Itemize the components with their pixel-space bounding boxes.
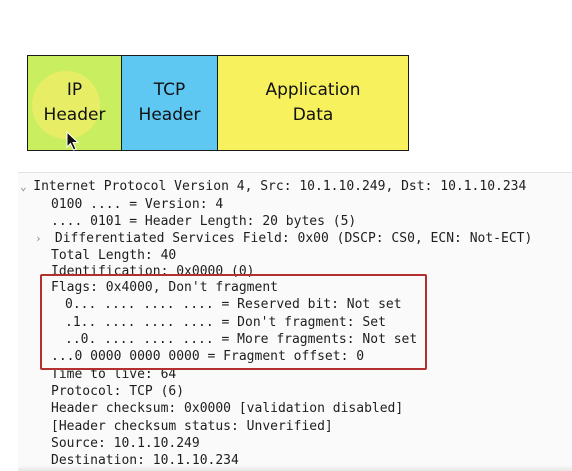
ip-header-label: IP Header: [43, 80, 106, 125]
tree-row-dont-fragment[interactable]: .1.. .... .... .... = Don't fragment: Se…: [65, 315, 386, 330]
ip-header-box: IP Header: [28, 56, 122, 150]
application-data-label: Application Data: [265, 80, 361, 125]
tcp-header-label: TCP Header: [138, 80, 201, 125]
tree-row-dsf[interactable]: › Differentiated Services Field: 0x00 (D…: [35, 230, 532, 248]
packet-diagram: IP Header TCP Header Application Data: [27, 55, 409, 151]
tree-row-flags[interactable]: Flags: 0x4000, Don't fragment: [51, 280, 278, 295]
mouse-pointer-icon: [66, 131, 80, 151]
application-data-box: Application Data: [218, 56, 408, 150]
tcp-header-box: TCP Header: [122, 56, 218, 150]
tree-row-source[interactable]: Source: 10.1.10.249: [51, 436, 200, 451]
tree-row-protocol[interactable]: Protocol: TCP (6): [51, 384, 185, 399]
cursor-highlight: [32, 71, 100, 139]
chevron-right-icon[interactable]: ›: [35, 232, 55, 245]
dsf-label: Differentiated Services Field: 0x00 (DSC…: [54, 231, 533, 246]
tree-row-version[interactable]: 0100 .... = Version: 4: [51, 197, 224, 212]
tree-row-ipv4[interactable]: ⌄ Internet Protocol Version 4, Src: 10.1…: [20, 178, 526, 196]
tree-row-more-fragments[interactable]: ..0. .... .... .... = More fragments: No…: [65, 332, 418, 347]
tree-row-ttl[interactable]: Time to live: 64: [51, 367, 177, 382]
tree-row-checksum-status[interactable]: [Header checksum status: Unverified]: [51, 419, 333, 434]
tree-row-checksum[interactable]: Header checksum: 0x0000 [validation disa…: [51, 401, 404, 416]
tree-row-header-length[interactable]: .... 0101 = Header Length: 20 bytes (5): [51, 214, 357, 229]
pane-bottom-edge: [18, 465, 572, 471]
tree-row-destination[interactable]: Destination: 10.1.10.234: [51, 453, 239, 468]
tree-row-fragment-offset[interactable]: ...0 0000 0000 0000 = Fragment offset: 0: [51, 349, 365, 364]
ipv4-label: Internet Protocol Version 4, Src: 10.1.1…: [33, 179, 527, 194]
packet-details-pane: ⌄ Internet Protocol Version 4, Src: 10.1…: [18, 172, 572, 471]
tree-row-reserved-bit[interactable]: 0... .... .... .... = Reserved bit: Not …: [65, 297, 402, 312]
tree-row-total-length[interactable]: Total Length: 40: [51, 248, 177, 263]
chevron-down-icon[interactable]: ⌄: [20, 180, 34, 193]
